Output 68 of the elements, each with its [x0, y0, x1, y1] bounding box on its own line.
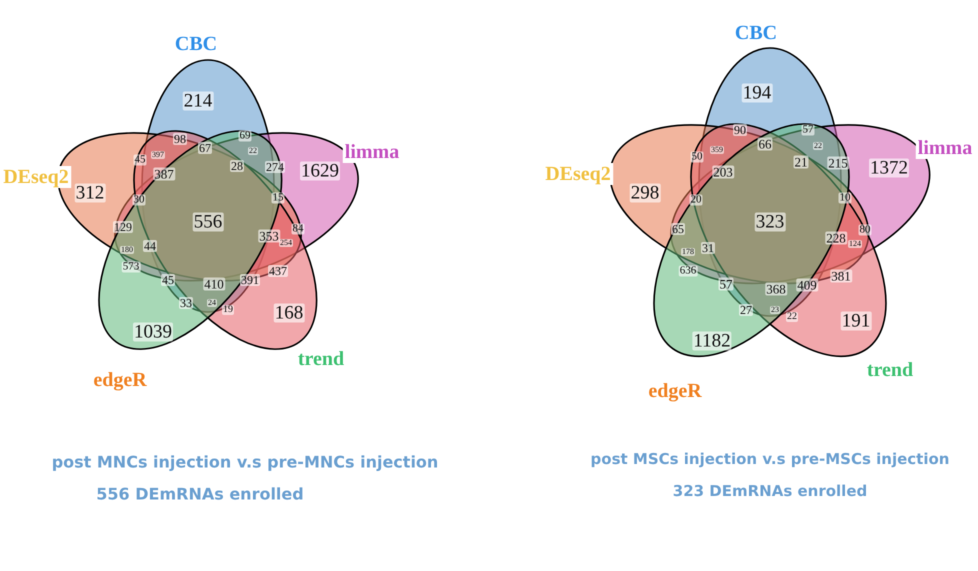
- count-label: 274: [265, 161, 285, 173]
- count-label: 65: [671, 223, 685, 235]
- count-label: 410: [203, 278, 225, 290]
- count-label: 215: [827, 156, 849, 170]
- count-label: 180: [120, 246, 134, 254]
- count-label: 90: [733, 124, 747, 136]
- count-label: 45: [134, 154, 146, 166]
- count-label: 22: [786, 312, 798, 322]
- count-label: 353: [258, 230, 280, 242]
- count-label: 80: [858, 224, 872, 236]
- count-label: 44: [143, 240, 157, 252]
- count-label: 20: [690, 194, 702, 206]
- count-label: 21: [794, 156, 808, 168]
- count-label: 124: [848, 240, 862, 248]
- count-label: 203: [712, 166, 734, 178]
- count-label: 23: [770, 306, 780, 314]
- count-label: 387: [153, 168, 175, 180]
- count-label: 409: [796, 278, 818, 292]
- count-label: 84: [292, 224, 304, 234]
- set-label: DEseq2: [1, 166, 71, 188]
- caption-text: 556 DEmRNAs enrolled: [96, 484, 304, 504]
- count-label: 556: [192, 212, 224, 232]
- count-label: 437: [268, 265, 288, 277]
- count-label: 254: [279, 239, 293, 247]
- count-label: 359: [710, 146, 724, 154]
- count-label: 312: [74, 184, 106, 202]
- count-label: 1372: [869, 158, 909, 178]
- count-label: 228: [825, 232, 847, 244]
- count-label: 397: [151, 151, 165, 159]
- count-label: 50: [690, 152, 704, 162]
- count-label: 368: [765, 282, 787, 296]
- count-label: 22: [248, 147, 258, 155]
- count-label: 15: [272, 192, 284, 204]
- count-label: 67: [198, 142, 212, 154]
- count-label: 19: [222, 305, 234, 315]
- set-label: DEseq2: [543, 162, 613, 185]
- count-label: 33: [179, 297, 193, 309]
- count-label: 636: [678, 266, 698, 276]
- count-label: 191: [840, 312, 872, 330]
- count-label: 24: [207, 299, 217, 307]
- caption-text: post MNCs injection v.s pre-MNCs injection: [52, 452, 438, 472]
- count-label: 57: [802, 124, 814, 136]
- count-label: 194: [742, 84, 772, 102]
- count-label: 69: [238, 130, 252, 142]
- count-label: 31: [701, 242, 715, 254]
- count-label: 57: [718, 278, 734, 290]
- count-label: 214: [182, 92, 214, 110]
- count-label: 1182: [692, 332, 732, 350]
- count-label: 573: [122, 262, 140, 272]
- count-label: 98: [173, 133, 187, 145]
- caption-text: 323 DEmRNAs enrolled: [672, 482, 868, 500]
- count-label: 381: [830, 270, 852, 282]
- count-label: 178: [681, 248, 695, 256]
- count-label: 66: [758, 138, 772, 150]
- count-label: 1039: [133, 322, 173, 342]
- count-label: 27: [739, 304, 753, 316]
- count-label: 45: [161, 274, 175, 286]
- count-label: 168: [274, 304, 304, 322]
- count-label: 298: [630, 184, 660, 202]
- count-label: 22: [813, 142, 823, 150]
- count-label: 30: [132, 194, 146, 206]
- count-label: 10: [838, 192, 852, 204]
- count-label: 1629: [300, 162, 340, 180]
- caption-text: post MSCs injection v.s pre-MSCs injection: [590, 450, 950, 468]
- count-label: 391: [240, 274, 260, 286]
- count-label: 28: [230, 160, 244, 172]
- count-label: 323: [754, 212, 786, 232]
- count-label: 129: [113, 221, 133, 233]
